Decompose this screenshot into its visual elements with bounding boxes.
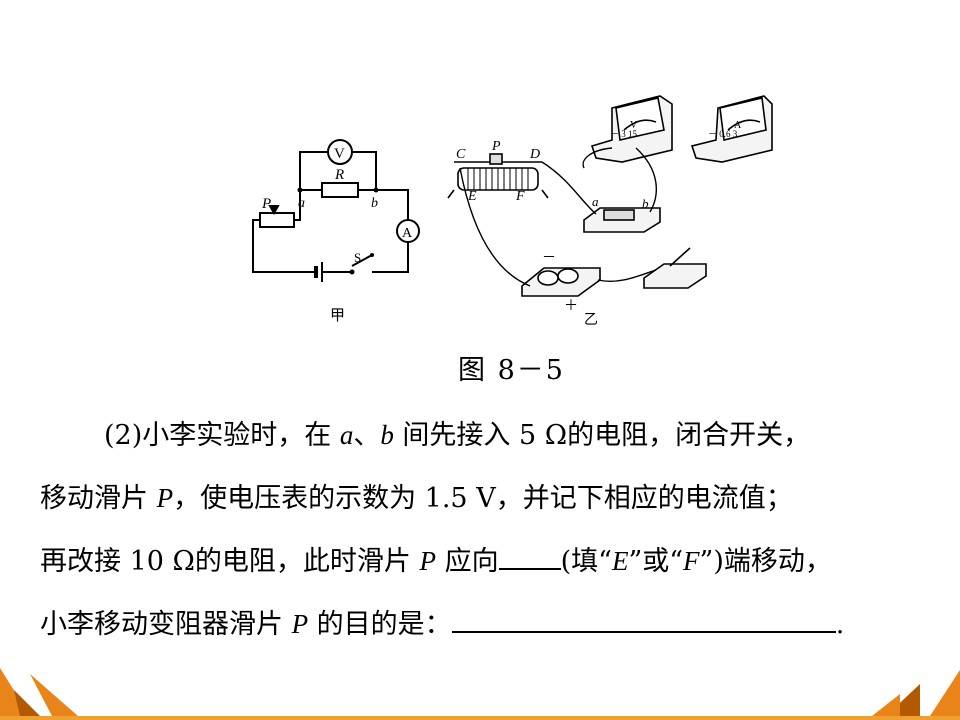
right-figure-label: 乙 <box>584 312 598 328</box>
node-a-label: a <box>298 196 305 211</box>
circuit-figure: V A R P a b S 甲 <box>252 95 773 328</box>
left-figure-label: 甲 <box>330 308 345 324</box>
figure-caption: 图 8－5 <box>458 355 565 386</box>
terminal-e-label: E <box>467 189 477 204</box>
voltmeter-symbol <box>327 139 353 165</box>
decor-triangle-left-3 <box>30 674 78 716</box>
switch-label: S <box>354 250 361 265</box>
voltmeter-letter: V <box>334 146 345 162</box>
ammeter-letter: A <box>402 226 413 241</box>
text-line-1: (2)小李实验时，在 a、b 间先接入 5 Ω的电阻，闭合开关， <box>104 420 811 451</box>
answer-blank-direction[interactable] <box>498 542 561 570</box>
terminal-d-label: D <box>529 147 540 162</box>
decor-bottom-line <box>0 716 960 720</box>
rheostat-box <box>259 212 295 228</box>
battery-plus-label: ＋ <box>564 299 578 314</box>
node-b-label: b <box>371 196 378 211</box>
text-line-3: 再改接 10 Ω的电阻，此时滑片 P 应向(填“E”或“F”)端移动， <box>40 530 940 593</box>
decor-triangle-left-2 <box>14 690 40 716</box>
board-node-a-label: a <box>592 194 599 209</box>
text-line-2: 移动滑片 P，使电压表的示数为 1.5 V，并记下相应的电流值； <box>40 483 793 514</box>
text-line-4: 小李移动变阻器滑片 P 的目的是：. <box>40 593 940 656</box>
voltmeter-dial-letter: V <box>630 120 638 131</box>
right-apparatus <box>447 95 773 297</box>
slide-bottom-decoration <box>0 668 960 720</box>
figure-8-5: V A R P a b S 甲 <box>252 95 773 386</box>
ammeter-scale: － 0.6 3 <box>708 129 738 139</box>
answer-blank-purpose[interactable] <box>451 605 836 633</box>
slider-p-label: P <box>491 139 501 154</box>
terminal-c-label: C <box>456 147 466 162</box>
ammeter-symbol <box>396 219 420 243</box>
board-node-b-label: b <box>642 196 649 211</box>
ammeter-dial-letter: A <box>734 120 742 131</box>
slider-label: P <box>261 196 271 212</box>
decor-triangle-right-1 <box>930 670 960 716</box>
decor-triangle-right-3 <box>872 694 900 716</box>
battery-minus-label: － <box>542 251 556 266</box>
connecting-wires <box>459 147 657 287</box>
resistor-label: R <box>334 167 344 183</box>
voltmeter-scale: － 3 15 <box>610 129 638 139</box>
question-text: (2)小李实验时，在 a、b 间先接入 5 Ω的电阻，闭合开关， 移动滑片 P，… <box>40 404 940 656</box>
terminal-f-label: F <box>515 189 525 204</box>
resistor-r <box>321 182 359 198</box>
left-circuit-diagram <box>252 151 409 282</box>
